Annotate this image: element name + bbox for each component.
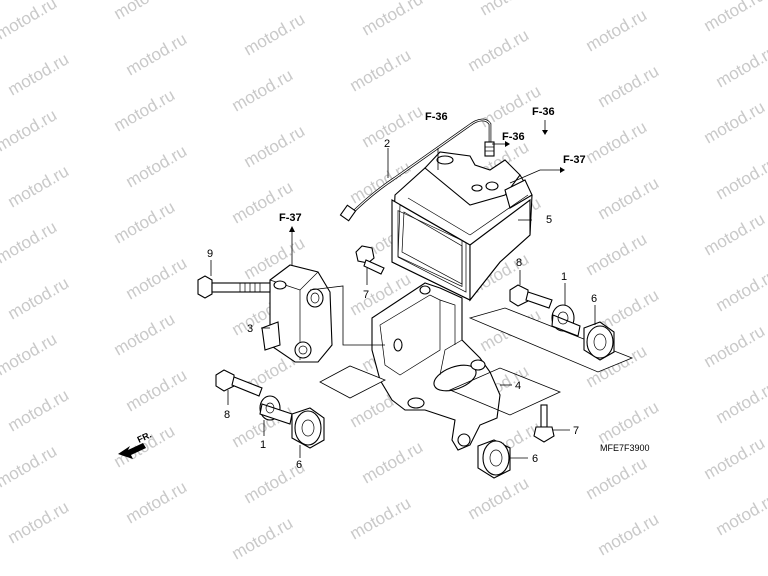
watermark-text: motod.ru — [583, 453, 651, 503]
watermark-text: motod.ru — [0, 441, 60, 491]
bolt-9 — [197, 275, 271, 299]
grommet-6-right — [583, 321, 615, 361]
watermark-text: motod.ru — [583, 5, 651, 55]
brake-pipe — [339, 118, 495, 222]
watermark-text: motod.ru — [477, 0, 545, 19]
watermark-text: motod.ru — [701, 209, 768, 259]
watermark-text: motod.ru — [347, 493, 415, 543]
watermark-text: motod.ru — [5, 161, 73, 211]
callout-1-left: 1 — [260, 439, 266, 451]
callout-8-left: 8 — [224, 409, 230, 421]
grommet-6-bottom — [477, 439, 511, 479]
ref-f36-right: F-36 — [532, 106, 555, 118]
watermark-text: motod.ru — [701, 433, 768, 483]
brake-joint-block — [261, 264, 333, 363]
callout-9: 9 — [207, 248, 213, 260]
mounting-bracket — [371, 282, 501, 451]
callout-7-lower: 7 — [573, 425, 579, 437]
callout-4: 4 — [515, 380, 521, 392]
watermark-text: motod.ru — [5, 273, 73, 323]
bolt-8-right — [509, 284, 553, 309]
watermark-text: motod.ru — [595, 173, 663, 223]
watermark-text: motod.ru — [595, 509, 663, 559]
diagram-code: MFE7F3900 — [600, 443, 650, 453]
callout-2: 2 — [384, 138, 390, 150]
watermark-text: motod.ru — [0, 217, 60, 267]
watermark-text: motod.ru — [123, 253, 191, 303]
ref-f36-middle: F-36 — [502, 131, 525, 143]
watermark-text: motod.ru — [0, 105, 60, 155]
projection-shadows — [319, 307, 634, 416]
watermark-text: motod.ru — [111, 197, 179, 247]
watermark-text: motod.ru — [465, 473, 533, 523]
watermark-text: motod.ru — [713, 153, 768, 203]
watermark-text: motod.ru — [713, 377, 768, 427]
collar-1-right — [551, 304, 581, 337]
watermark-text: motod.ru — [701, 321, 768, 371]
callout-1-right: 1 — [561, 271, 567, 283]
watermark-text: motod.ru — [5, 385, 73, 435]
watermark-text: motod.ru — [123, 477, 191, 527]
watermark-text: motod.ru — [123, 365, 191, 415]
watermark-text: motod.ru — [359, 101, 427, 151]
callout-8-right: 8 — [516, 257, 522, 269]
watermark-text: motod.ru — [347, 45, 415, 95]
abs-modulator — [391, 151, 533, 302]
ref-f36-top: F-36 — [425, 111, 448, 123]
watermark-text: motod.ru — [0, 329, 60, 379]
collar-1-left — [259, 395, 293, 425]
callout-7-upper: 7 — [363, 289, 369, 301]
leader-lines — [210, 120, 596, 459]
watermark-text: motod.ru — [123, 29, 191, 79]
watermark-text: motod.ru — [713, 489, 768, 539]
watermark-text: motod.ru — [465, 25, 533, 75]
watermark-text: motod.ru — [241, 121, 309, 171]
watermark-text: motod.ru — [595, 397, 663, 447]
watermark-text: motod.ru — [111, 0, 179, 23]
watermark-text: motod.ru — [595, 61, 663, 111]
callout-5: 5 — [546, 214, 552, 226]
watermark-text: motod.ru — [111, 85, 179, 135]
watermark-text: motod.ru — [701, 97, 768, 147]
grommet-6-left — [291, 407, 325, 449]
watermark-layer: motod.ru motod.ru motod.ru motod.ru motod.ru… — [0, 0, 768, 563]
watermark-text: motod.ru — [701, 0, 768, 35]
watermark-text: motod.ru — [111, 309, 179, 359]
ref-f37-left: F-37 — [279, 212, 302, 224]
bolt-8-left — [215, 369, 263, 397]
watermark-text: motod.ru — [229, 65, 297, 115]
watermark-text: motod.ru — [0, 0, 60, 43]
bolt-7-lower — [533, 404, 555, 443]
ref-f37-right: F-37 — [563, 154, 586, 166]
watermark-text: motod.ru — [123, 141, 191, 191]
watermark-text: motod.ru — [359, 0, 427, 39]
watermark-text: motod.ru — [713, 41, 768, 91]
watermark-text: motod.ru — [5, 49, 73, 99]
watermark-text: motod.ru — [229, 513, 297, 563]
watermark-text: motod.ru — [359, 437, 427, 487]
callout-6-right: 6 — [591, 293, 597, 305]
watermark-text: motod.ru — [713, 265, 768, 315]
watermark-text: motod.ru — [241, 9, 309, 59]
watermark-text: motod.ru — [583, 117, 651, 167]
watermark-text: motod.ru — [5, 497, 73, 547]
callout-6-bottom: 6 — [532, 453, 538, 465]
bolt-7-upper — [355, 245, 385, 275]
callout-3: 3 — [247, 323, 253, 335]
callout-6-left: 6 — [296, 459, 302, 471]
watermark-text: motod.ru — [583, 229, 651, 279]
